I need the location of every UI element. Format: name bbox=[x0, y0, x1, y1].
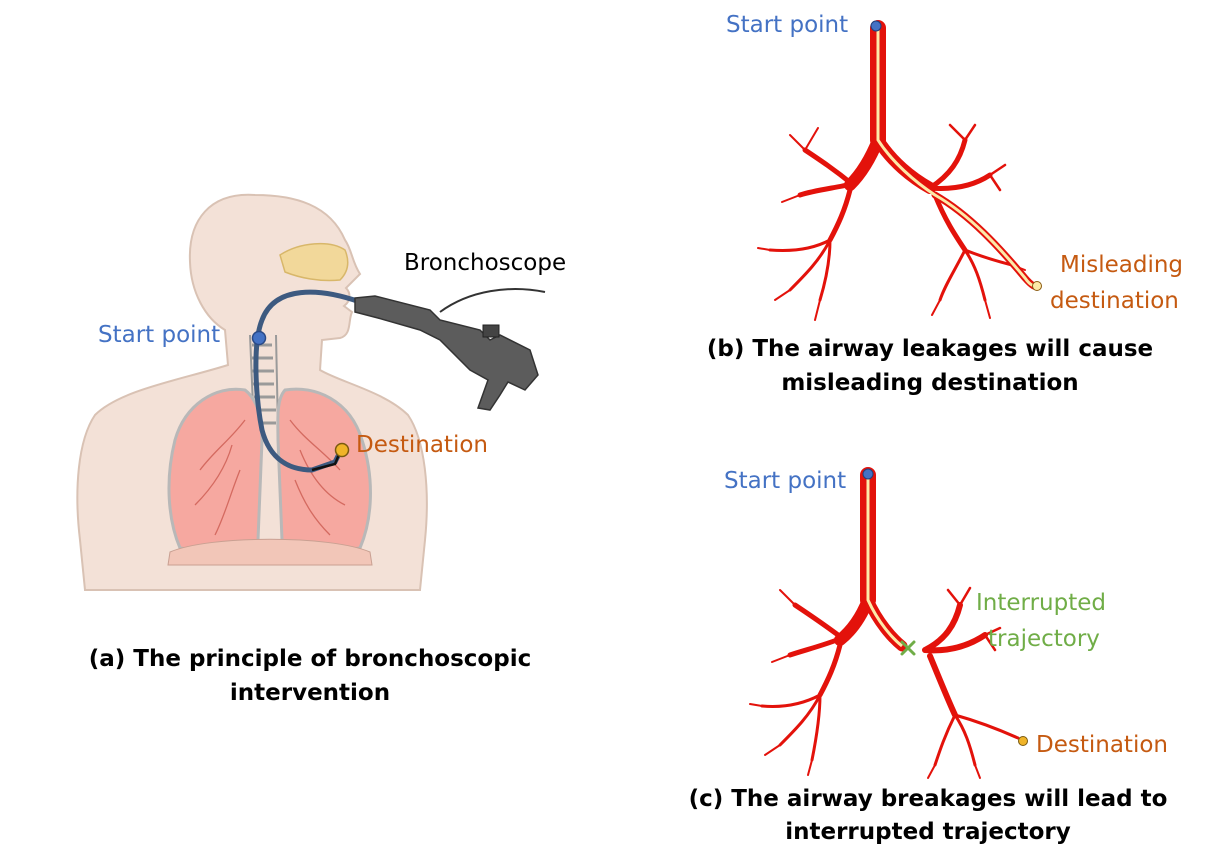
start-label-c: Start point bbox=[724, 468, 847, 494]
destination-label-c: Destination bbox=[1036, 732, 1168, 758]
misleading-label-line2: destination bbox=[1050, 288, 1179, 314]
caption-b-line1: (b) The airway leakages will cause bbox=[706, 336, 1154, 362]
interrupted-label-line1: Interrupted bbox=[976, 590, 1106, 616]
right-lung bbox=[276, 387, 372, 552]
destination-dot-b bbox=[1032, 281, 1042, 291]
panel-a-illustration bbox=[76, 193, 546, 591]
destination-dot-c bbox=[1018, 736, 1028, 746]
caption-c-line1: (c) The airway breakages will lead to bbox=[688, 786, 1168, 812]
start-dot-c bbox=[862, 468, 874, 480]
lung-texture bbox=[194, 419, 346, 536]
caption-c-line2: interrupted trajectory bbox=[785, 819, 1071, 845]
nasal-cavity bbox=[279, 242, 349, 282]
start-dot-b bbox=[870, 20, 882, 32]
start-label-b: Start point bbox=[726, 12, 849, 38]
break-mark bbox=[900, 640, 916, 656]
panel-b-airway bbox=[757, 20, 1042, 321]
diaphragm bbox=[167, 538, 373, 566]
misleading-label-line1: Misleading bbox=[1060, 252, 1184, 278]
trajectory-b bbox=[876, 30, 1038, 288]
caption-b-line2: misleading destination bbox=[781, 370, 1079, 396]
bronchoscope-device bbox=[354, 288, 546, 411]
interrupted-label-line2: trajectory bbox=[988, 626, 1100, 652]
start-label-a: Start point bbox=[98, 322, 221, 348]
bronchoscope-label: Bronchoscope bbox=[404, 250, 567, 276]
destination-dot-a bbox=[334, 442, 350, 458]
scope-tube bbox=[253, 289, 363, 473]
destination-label-a: Destination bbox=[356, 432, 488, 458]
trajectory-c bbox=[866, 477, 903, 648]
caption-a: (a) The principle of bronchoscopic inter… bbox=[88, 646, 532, 706]
start-dot-a bbox=[251, 330, 267, 346]
